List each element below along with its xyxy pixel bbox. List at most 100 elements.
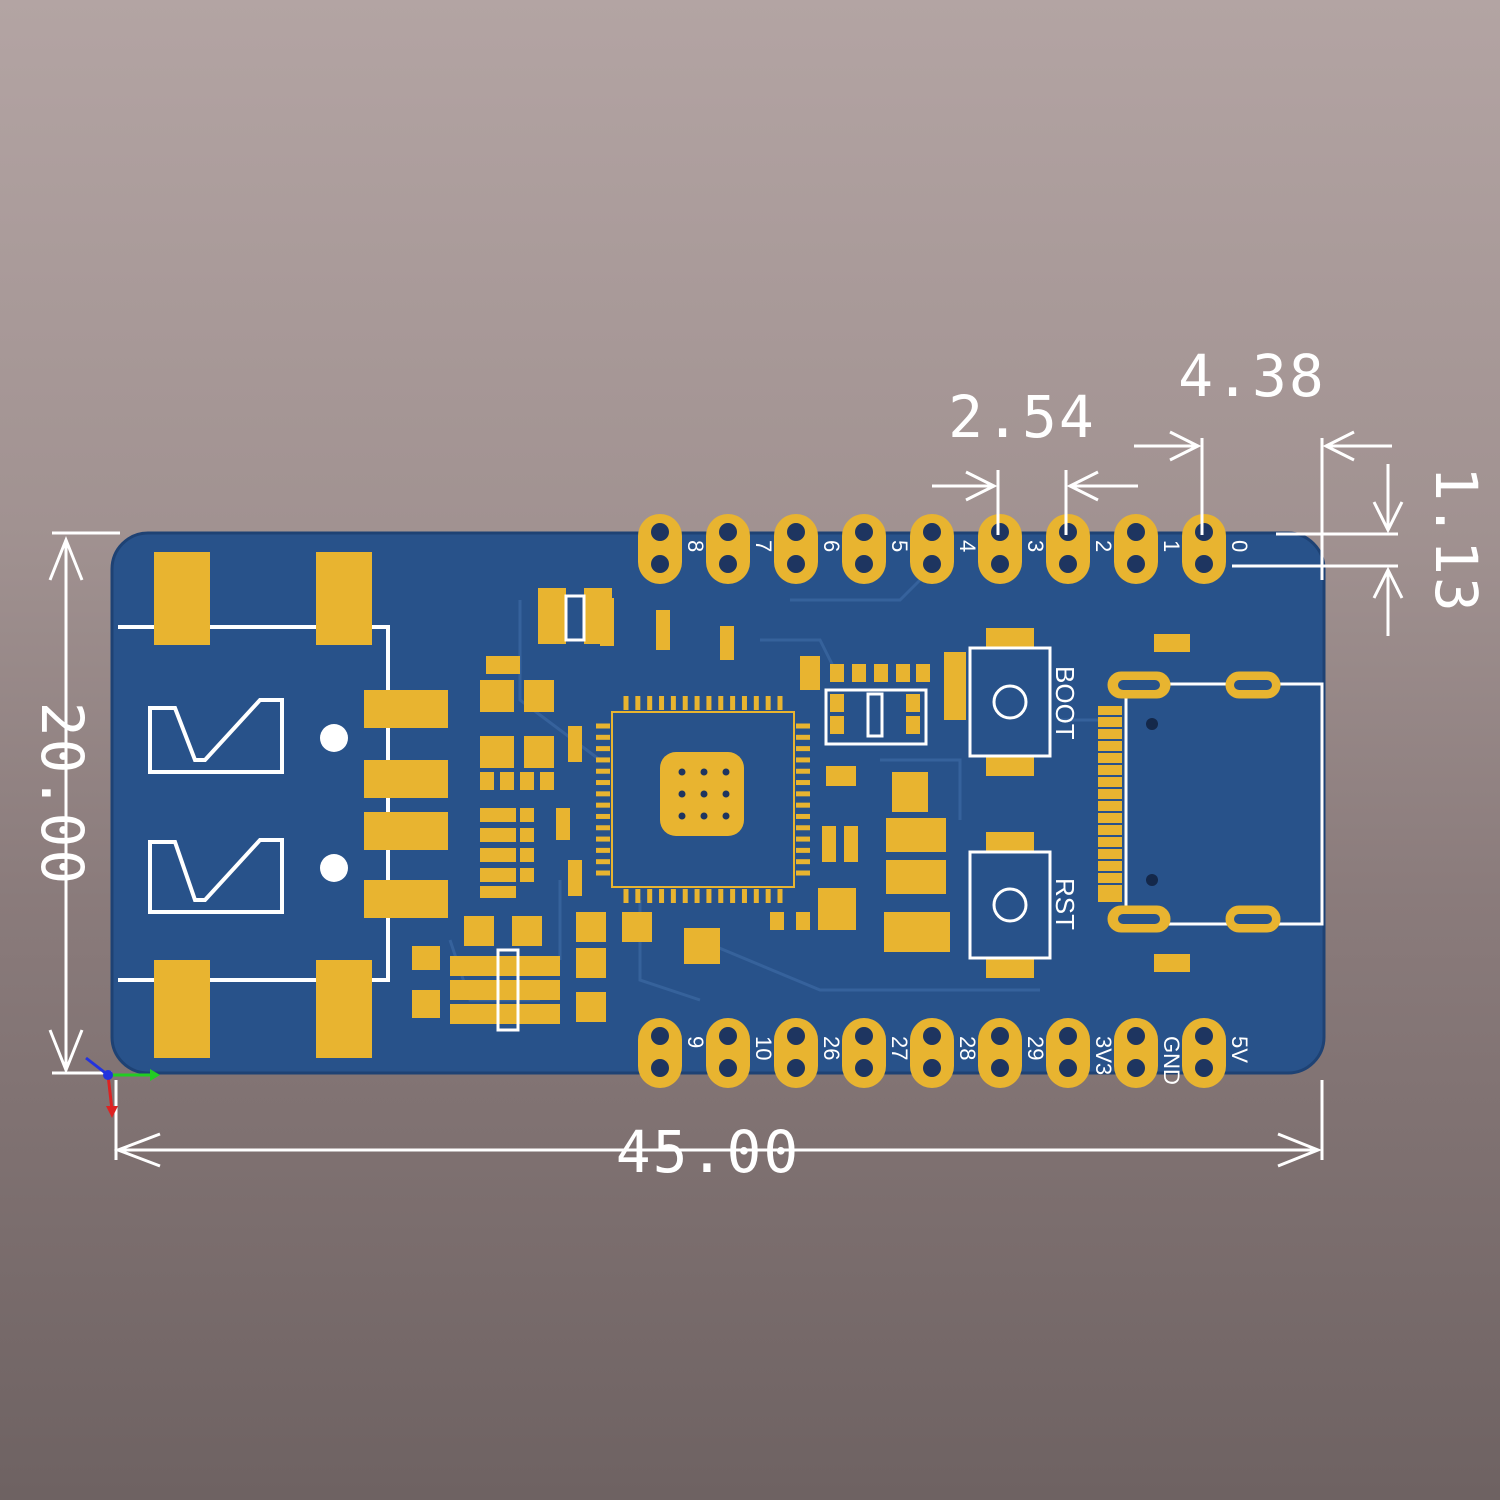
usb-signal-pad — [364, 812, 448, 850]
bottom-header-pin: 9 — [638, 1018, 708, 1088]
mcu-pad — [682, 889, 688, 903]
mcu-pad — [741, 889, 747, 903]
mounting-hole — [320, 724, 348, 752]
boot-button-actuator — [992, 684, 1028, 720]
boot-button: BOOT — [968, 628, 1080, 776]
mcu-pad — [765, 696, 771, 710]
mcu-pad — [796, 780, 810, 786]
bottom-header-pin-label: 27 — [887, 1036, 912, 1060]
bottom-header-pin: 28 — [910, 1018, 980, 1088]
usb-a-connector — [118, 552, 448, 1058]
top-header-pin-label: 0 — [1227, 540, 1252, 552]
mcu-pad — [694, 889, 700, 903]
usb-shield-pad — [316, 552, 372, 645]
width-dimension: 45.00 — [616, 1118, 801, 1186]
usb-c-outline — [1124, 682, 1324, 926]
reset-button: RST — [968, 832, 1080, 978]
top-header-pin-label: 3 — [1023, 540, 1048, 552]
mcu-pad — [659, 889, 665, 903]
mcu-pad — [796, 847, 810, 853]
reset-button-actuator — [992, 887, 1028, 923]
mcu-pad — [777, 696, 783, 710]
reset-label: RST — [1050, 878, 1080, 930]
dimension-lines — [48, 430, 1404, 1168]
usb-c-pin-strip — [1098, 706, 1122, 902]
usb-signal-pad — [364, 760, 448, 798]
top-header-pin-label: 6 — [819, 540, 844, 552]
bottom-header-pin: 10 — [706, 1018, 776, 1088]
bottom-header-pin-label: GND — [1159, 1036, 1184, 1085]
mcu-pad — [596, 825, 610, 831]
smd-components — [412, 588, 1190, 1032]
top-header-pin: 4 — [910, 514, 980, 584]
height-dimension: 20.00 — [28, 702, 96, 887]
mcu-pad — [753, 889, 759, 903]
top-header-pin-label: 2 — [1091, 540, 1116, 552]
mcu-pad — [796, 813, 810, 819]
boot-button-outline — [968, 646, 1052, 758]
mcu-pad — [596, 746, 610, 752]
usb-outline — [118, 625, 390, 982]
mcu-pad — [796, 746, 810, 752]
top-header-pin: 6 — [774, 514, 844, 584]
bottom-header-pin-label: 5V — [1227, 1036, 1252, 1063]
top-header-pin-label: 8 — [683, 540, 708, 552]
edge-gap-dimension: 1.13 — [1422, 466, 1490, 614]
bottom-header-pin: 27 — [842, 1018, 912, 1088]
mcu-pad — [796, 791, 810, 797]
mcu-pad — [796, 757, 810, 763]
mcu-pad — [718, 889, 724, 903]
top-header-pin-label: 7 — [751, 540, 776, 552]
mcu-pad — [596, 791, 610, 797]
mcu-pad — [623, 889, 629, 903]
mcu-pad — [596, 780, 610, 786]
mcu-pad — [765, 889, 771, 903]
mcu-pad — [635, 889, 641, 903]
bottom-header-pin-label: 28 — [955, 1036, 980, 1060]
mcu-pad — [706, 696, 712, 710]
top-header-pin: 1 — [1114, 514, 1184, 584]
mcu-pad — [741, 696, 747, 710]
top-header-pin: 0 — [1182, 514, 1252, 584]
mcu-pad — [796, 825, 810, 831]
top-header-pin-label: 4 — [955, 540, 980, 552]
mcu-pad — [659, 696, 665, 710]
thermal-vias — [678, 768, 730, 820]
usb-c-connector — [1098, 671, 1324, 933]
top-header-pin-label: 5 — [887, 540, 912, 552]
bottom-header-pin-label: 9 — [683, 1036, 708, 1048]
mcu-outline — [611, 711, 795, 888]
mcu-pad — [796, 768, 810, 774]
top-header-pin: 3 — [978, 514, 1048, 584]
mcu-pad — [596, 836, 610, 842]
mcu-pad — [596, 757, 610, 763]
mcu-pad — [730, 889, 736, 903]
mcu-pad — [670, 696, 676, 710]
mcu-pad — [623, 696, 629, 710]
mcu-pad — [635, 696, 641, 710]
mcu-pad — [796, 802, 810, 808]
bottom-header-pin: 3V3 — [1046, 1018, 1116, 1088]
mcu-pad — [596, 847, 610, 853]
mcu-pad — [647, 696, 653, 710]
bottom-header-pin-label: 26 — [819, 1036, 844, 1060]
top-header-pin: 7 — [706, 514, 776, 584]
usb-c-pin-lines — [1098, 715, 1122, 885]
top-header-pin: 8 — [638, 514, 708, 584]
reset-button-outline — [968, 850, 1052, 960]
mcu-pad — [682, 696, 688, 710]
mcu-pad — [647, 889, 653, 903]
dimension-labels: 20.00 45.00 2.54 4.38 1.13 — [28, 342, 1490, 1186]
mcu-pad — [718, 696, 724, 710]
mcu-pad — [596, 870, 610, 876]
mcu-pad — [706, 889, 712, 903]
bottom-header-pin-label: 10 — [751, 1036, 776, 1060]
usb-c-locator-hole — [1146, 718, 1158, 730]
bottom-header-pin: 5V — [1182, 1018, 1252, 1088]
bottom-header-pin: 29 — [978, 1018, 1048, 1088]
mcu-pad — [796, 870, 810, 876]
